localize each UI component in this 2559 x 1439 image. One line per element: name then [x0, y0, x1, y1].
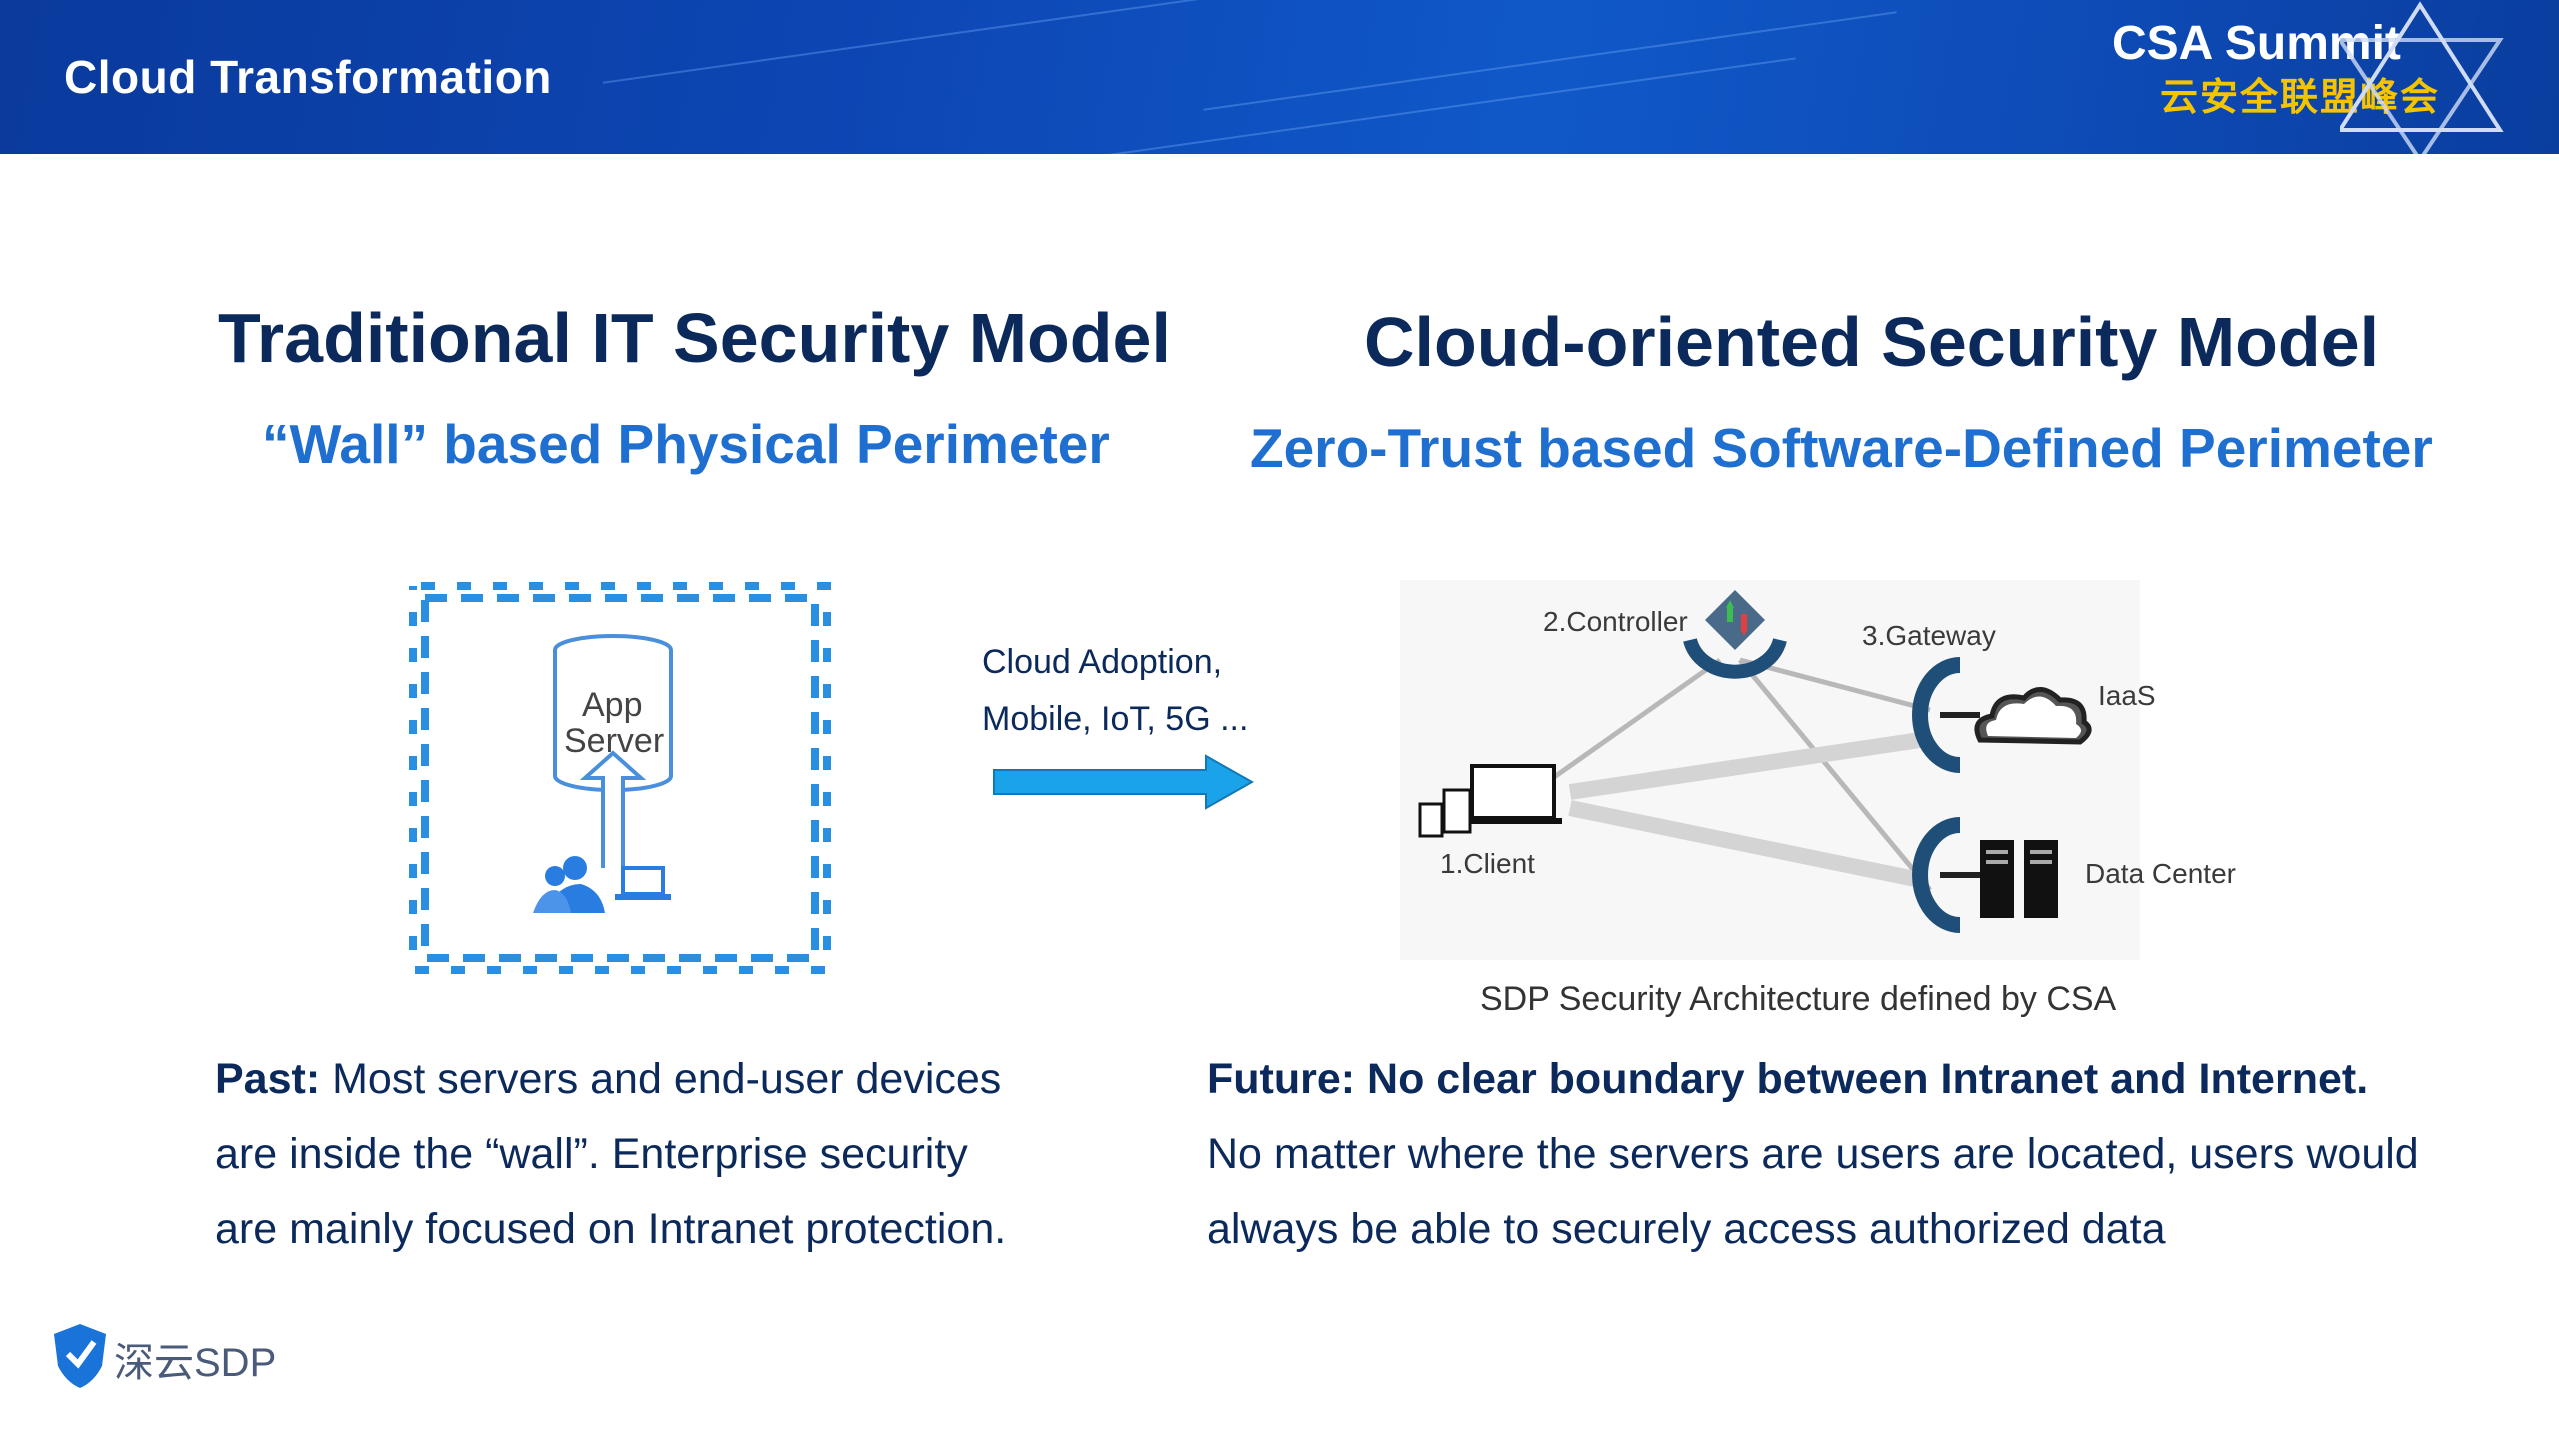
sdp-architecture-diagram: [1400, 580, 2140, 960]
wall-perimeter-diagram: [409, 582, 831, 974]
adoption-text: Cloud Adoption, Mobile, IoT, 5G ...: [982, 634, 1248, 748]
past-line-3: are mainly focused on Intranet protectio…: [215, 1205, 1007, 1253]
future-line-2: No matter where the servers are users ar…: [1207, 1130, 2419, 1178]
transition-arrow: [993, 754, 1255, 810]
traditional-model-title: Traditional IT Security Model: [218, 299, 1171, 377]
traditional-model-subtitle: “Wall” based Physical Perimeter: [262, 413, 1110, 475]
header-banner: Cloud Transformation CSA Summit 云安全联盟峰会: [0, 0, 2559, 154]
sdp-caption: SDP Security Architecture defined by CSA: [1480, 980, 2117, 1018]
iaas-label: IaaS: [2098, 680, 2156, 711]
star-triangle-icon: [2340, 1, 2504, 154]
csa-summit-logo-cn: 云安全联盟峰会: [2160, 77, 2441, 119]
cloud-model-title: Cloud-oriented Security Model: [1364, 303, 2380, 381]
gateway-label: 3.Gateway: [1862, 620, 1996, 651]
footer-brand: 深云SDP: [114, 1341, 277, 1385]
past-paragraph: Past: Most servers and end-user devices …: [215, 1042, 1115, 1267]
past-line-1: Most servers and end-user devices: [320, 1055, 1002, 1103]
server-label: Server: [564, 722, 665, 760]
past-line-2: are inside the “wall”. Enterprise securi…: [215, 1130, 968, 1178]
cloud-model-subtitle: Zero-Trust based Software-Defined Perime…: [1250, 417, 2433, 479]
future-line-3: always be able to securely access author…: [1207, 1205, 2166, 1253]
controller-label: 2.Controller: [1543, 606, 1688, 637]
adoption-line-2: Mobile, IoT, 5G ...: [982, 700, 1249, 738]
header-title: Cloud Transformation: [64, 51, 552, 103]
shield-logo-icon: [54, 1324, 106, 1388]
app-label: App: [582, 686, 643, 724]
adoption-line-1: Cloud Adoption,: [982, 643, 1223, 681]
client-label: 1.Client: [1440, 848, 1535, 879]
datacenter-label: Data Center: [2085, 858, 2236, 889]
past-label: Past:: [215, 1055, 321, 1103]
future-paragraph: Future: No clear boundary between Intran…: [1207, 1042, 2537, 1267]
future-label: Future: No clear boundary between Intran…: [1207, 1055, 2369, 1103]
